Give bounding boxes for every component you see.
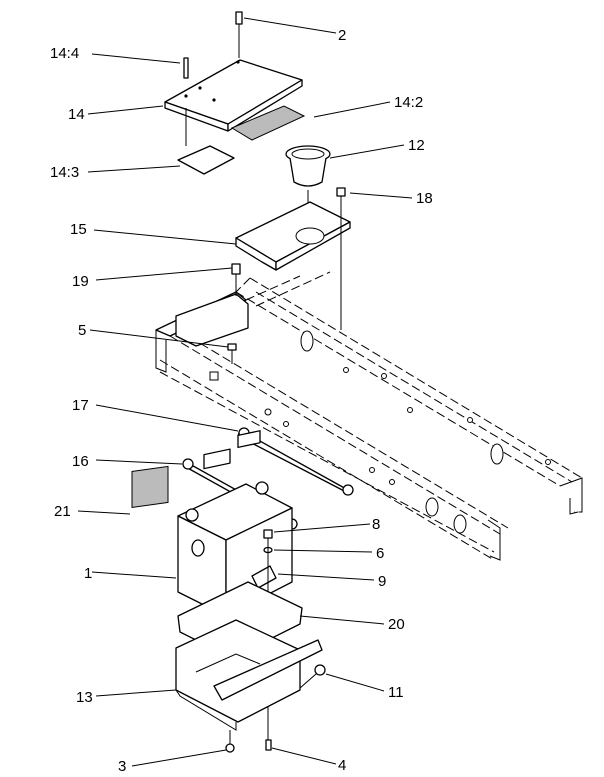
callout-3: 3: [118, 758, 126, 775]
callout-9: 9: [378, 573, 386, 590]
callout-18: 18: [416, 190, 433, 207]
callout-21: 21: [54, 503, 71, 520]
callout-17: 17: [72, 397, 89, 414]
nut-3: [225, 743, 235, 753]
leader-lines: [77, 17, 413, 767]
callout-14-4: 14:4: [50, 45, 79, 62]
callout-13: 13: [76, 689, 93, 706]
cover-plate-14-3: [177, 145, 235, 175]
battery-1: [177, 430, 293, 617]
callout-11: 11: [388, 684, 404, 701]
callout-2: 2: [338, 27, 346, 44]
nut-11: [299, 664, 326, 689]
battery-box-13: [175, 619, 323, 731]
callout-6: 6: [376, 545, 384, 562]
callout-1: 1: [84, 565, 92, 582]
callout-4: 4: [338, 757, 346, 774]
callout-14-3: 14:3: [50, 164, 79, 181]
callout-20: 20: [388, 616, 405, 633]
callout-19: 19: [72, 273, 89, 290]
bracket-15: [231, 187, 351, 330]
callout-12: 12: [408, 137, 425, 154]
bolt-4: [265, 739, 272, 751]
gasket-14-2: [230, 105, 306, 141]
screw-2: [235, 11, 243, 58]
mounting-plate-14: [164, 57, 303, 146]
callout-16: 16: [72, 453, 89, 470]
battery-cable-17: [237, 427, 354, 496]
callout-14: 14: [68, 106, 85, 123]
callout-8: 8: [372, 516, 380, 533]
callout-14-2: 14:2: [394, 94, 423, 111]
battery-label-21: [131, 465, 169, 509]
callout-labels: 2 14:4 14 14:2 14:3 12 18 15 19 5 17 16 …: [50, 27, 433, 775]
callout-5: 5: [78, 322, 86, 339]
cup-holder-12: [285, 145, 331, 230]
callout-15: 15: [70, 221, 87, 238]
